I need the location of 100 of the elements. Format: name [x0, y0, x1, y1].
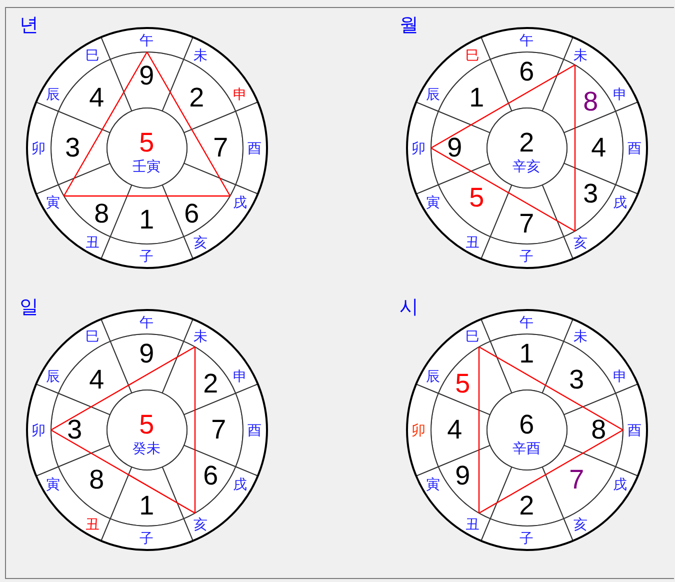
branch-label: 亥 [574, 516, 588, 531]
star-number: 6 [184, 200, 200, 228]
star-number: 6 [203, 462, 218, 490]
star-number: 2 [519, 492, 534, 520]
star-number: 9 [455, 462, 470, 490]
branch-label: 戌 [613, 195, 628, 210]
branch-label: 子 [140, 531, 154, 545]
branch-label: 戌 [233, 195, 248, 210]
branch-label: 未 [574, 329, 588, 344]
star-number: 9 [447, 134, 462, 162]
branch-label: 午 [520, 33, 534, 48]
chart-title: 시 [400, 298, 419, 317]
triangle-line [194, 346, 196, 514]
branch-label: 丑 [86, 516, 100, 531]
branch-label: 辰 [46, 87, 60, 102]
stem-branch-label: 辛酉 [512, 441, 541, 455]
branch-label: 卯 [32, 423, 46, 437]
star-number: 5 [455, 370, 470, 398]
branch-label: 丑 [466, 234, 480, 249]
branch-label: 卯 [412, 141, 426, 156]
branch-label: 子 [520, 531, 534, 545]
star-number: 3 [65, 134, 80, 162]
stem-branch-label: 壬寅 [132, 159, 161, 174]
star-number: 7 [211, 416, 226, 444]
star-number: 1 [469, 84, 484, 112]
chart-title: 년 [20, 16, 39, 36]
branch-label: 未 [194, 48, 208, 62]
branch-label: 辰 [426, 87, 440, 102]
star-number: 4 [89, 366, 104, 394]
star-number: 8 [583, 88, 598, 116]
star-number: 4 [591, 134, 606, 162]
branch-label: 巳 [86, 329, 100, 344]
star-number: 4 [447, 416, 462, 444]
triangle-line [63, 52, 148, 197]
center-number: 2 [519, 130, 534, 157]
branch-label: 申 [233, 369, 248, 383]
triangle-line [146, 52, 230, 197]
branch-label: 申 [613, 369, 628, 383]
triangle-line [574, 65, 576, 232]
star-number: 3 [583, 180, 598, 208]
star-number: 8 [89, 466, 104, 494]
chart-title: 일 [20, 298, 39, 317]
branch-label: 寅 [46, 477, 60, 491]
triangle-line [430, 64, 575, 149]
branch-label: 丑 [466, 516, 480, 531]
center-number: 5 [139, 130, 154, 157]
star-number: 7 [213, 134, 228, 162]
branch-label: 辰 [426, 369, 440, 383]
triangle-line [50, 346, 195, 431]
star-number: 4 [89, 84, 104, 112]
star-number: 2 [203, 370, 218, 398]
stem-branch-label: 辛亥 [512, 159, 541, 174]
branch-label: 戌 [233, 477, 248, 491]
branch-label: 寅 [426, 195, 440, 210]
branch-label: 子 [520, 249, 534, 264]
triangle-line [478, 346, 623, 431]
star-number: 8 [591, 416, 606, 444]
branch-label: 申 [233, 87, 248, 102]
branch-label: 卯 [32, 141, 46, 156]
branch-label: 寅 [426, 477, 440, 491]
branch-label: 亥 [194, 234, 208, 249]
branch-label: 亥 [574, 234, 588, 249]
branch-label: 午 [520, 315, 534, 329]
star-number: 3 [569, 366, 584, 394]
triangle-line [50, 429, 195, 514]
star-number: 9 [139, 62, 154, 90]
branch-label: 未 [574, 48, 588, 62]
triangle-line [64, 196, 230, 197]
branch-label: 丑 [86, 234, 100, 249]
branch-label: 酉 [248, 423, 262, 437]
branch-label: 午 [140, 33, 154, 48]
star-number: 8 [94, 200, 110, 228]
star-number: 1 [139, 206, 154, 234]
branch-label: 酉 [248, 141, 262, 156]
star-number: 3 [67, 416, 82, 444]
branch-label: 亥 [194, 516, 208, 531]
branch-label: 未 [194, 329, 208, 344]
chart-title: 월 [400, 16, 419, 36]
star-number: 9 [139, 340, 154, 368]
star-number: 1 [519, 340, 534, 368]
branch-label: 卯 [412, 423, 426, 437]
star-number: 5 [469, 184, 484, 212]
branch-label: 辰 [46, 369, 60, 383]
branch-label: 戌 [613, 477, 628, 491]
branch-label: 寅 [46, 195, 60, 210]
star-number: 1 [139, 492, 154, 520]
branch-label: 申 [613, 87, 628, 102]
branch-label: 子 [140, 249, 154, 264]
triangle-line [478, 346, 480, 514]
triangle-line [430, 148, 575, 232]
branch-label: 酉 [628, 141, 642, 156]
star-number: 2 [189, 84, 204, 112]
star-number: 7 [569, 466, 584, 494]
stem-branch-label: 癸未 [132, 441, 161, 455]
branch-label: 午 [140, 315, 154, 329]
triangle-line [478, 429, 623, 514]
branch-label: 酉 [628, 423, 642, 437]
center-number: 6 [519, 412, 534, 438]
star-number: 7 [519, 210, 534, 238]
branch-label: 巳 [466, 329, 480, 344]
